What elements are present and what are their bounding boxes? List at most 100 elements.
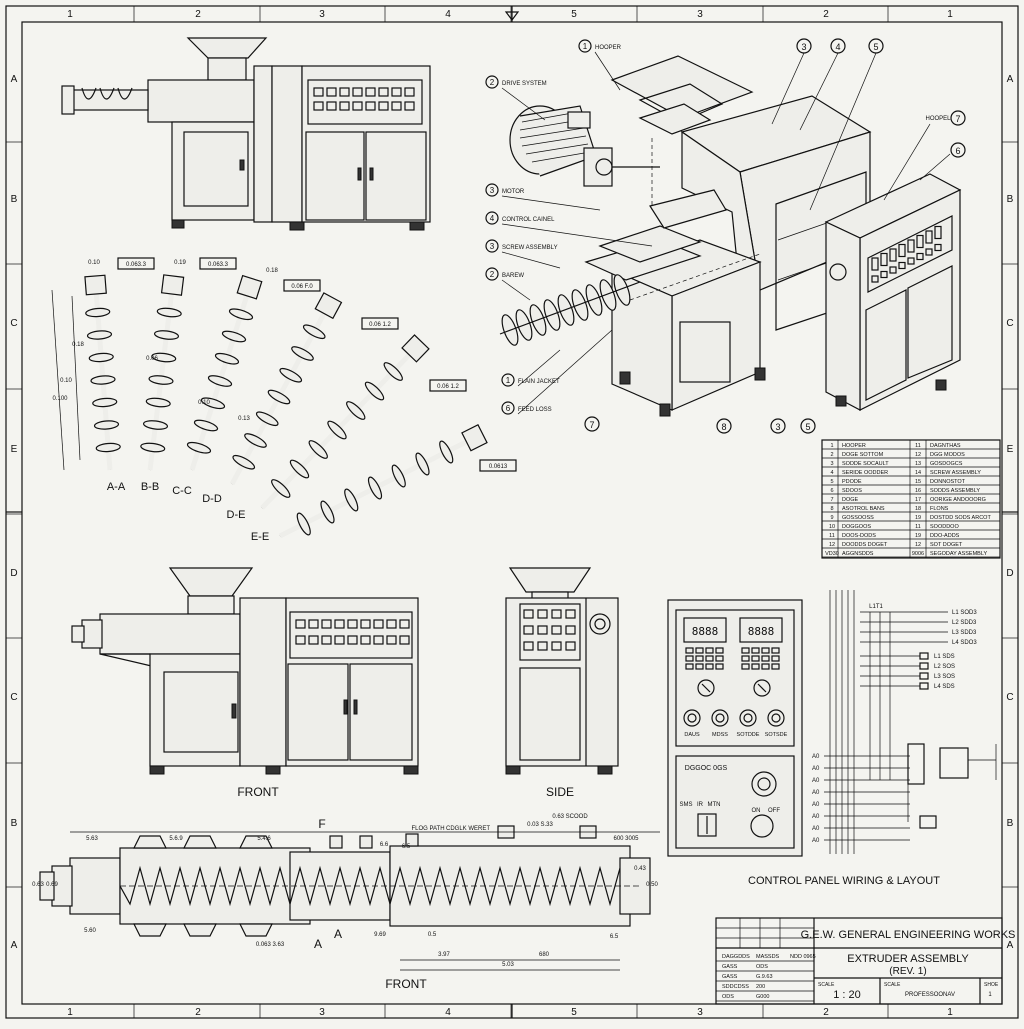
parts-table-number: 15 bbox=[915, 479, 921, 485]
screw-flight-icon bbox=[92, 397, 118, 408]
callout-bubble-icon bbox=[501, 373, 515, 387]
keypad-key-icon bbox=[705, 647, 714, 654]
parts-table-description: GOSSOOSS bbox=[842, 515, 874, 521]
panel-button-icon bbox=[313, 101, 324, 111]
relay-icon bbox=[919, 682, 929, 690]
screw-flight-icon bbox=[228, 308, 254, 321]
parts-table-description: DONNOSTOT bbox=[930, 479, 966, 485]
screw-flight-icon bbox=[145, 397, 171, 408]
off-label: OFF bbox=[768, 808, 780, 814]
switch-label: SMS bbox=[679, 802, 692, 808]
top-left-extruder-view bbox=[61, 37, 431, 231]
column-label-bottom: 3 bbox=[319, 1007, 325, 1018]
row-label-left: C bbox=[10, 692, 17, 703]
section-dimension: 0.06 bbox=[146, 356, 158, 362]
callout-bubble-icon bbox=[485, 211, 499, 225]
panel-button-icon bbox=[365, 87, 376, 97]
bottom-front-label: FRONT bbox=[385, 977, 427, 991]
parts-table-description: DAGNTHAS bbox=[930, 443, 961, 449]
keypad-key-icon bbox=[751, 647, 760, 654]
keypad-key-icon bbox=[741, 655, 750, 662]
screw-section bbox=[140, 274, 185, 471]
screw-flight-icon bbox=[140, 442, 166, 453]
row-label-left: B bbox=[11, 818, 18, 829]
screw-flight-icon bbox=[151, 352, 177, 363]
panel-button-icon bbox=[537, 609, 548, 619]
panel-button-icon bbox=[347, 635, 358, 645]
column-label-bottom: 3 bbox=[697, 1007, 703, 1018]
knob-label: MDSS bbox=[712, 732, 728, 738]
panel-button-icon bbox=[889, 266, 897, 274]
panel-button-icon bbox=[347, 619, 358, 629]
wiring-label: L4 SDO3 bbox=[952, 640, 977, 646]
panel-button-icon bbox=[889, 248, 897, 262]
screw-flight-icon bbox=[571, 289, 589, 321]
iso-right-number: 7 bbox=[955, 114, 960, 124]
heater-band-icon bbox=[133, 923, 167, 937]
section-dimension-box: 0.063.3 bbox=[126, 262, 147, 268]
screw-flight-icon bbox=[346, 401, 366, 420]
parts-table-number: 8 bbox=[830, 506, 833, 512]
callout-bubble-icon bbox=[578, 39, 592, 53]
callout-bubble-icon bbox=[485, 239, 499, 253]
panel-button-icon bbox=[404, 101, 415, 111]
barrel-side-dimension: 0.43 bbox=[634, 866, 646, 872]
parts-table-number: 9 bbox=[830, 515, 833, 521]
screw-section bbox=[84, 274, 121, 471]
parts-table-description: DOGE SOTTOM bbox=[842, 452, 884, 458]
callout-number: 2 bbox=[490, 78, 495, 87]
wiring-label: A0 bbox=[812, 838, 820, 844]
wiring-label: A0 bbox=[812, 790, 820, 796]
screw-flight-icon bbox=[296, 512, 311, 536]
keypad-key-icon bbox=[771, 663, 780, 670]
panel-button-icon bbox=[925, 230, 933, 244]
section-dimension: 0.13 bbox=[238, 416, 250, 422]
title-block-cell: ODS bbox=[722, 994, 734, 1000]
keypad-key-icon bbox=[751, 655, 760, 662]
screw-flight-icon bbox=[289, 459, 310, 479]
number-value: 1 bbox=[988, 992, 992, 998]
panel-button-icon bbox=[871, 275, 879, 283]
relay-icon bbox=[919, 652, 929, 660]
iso-right-label: HOOPEL bbox=[925, 116, 951, 122]
screw-flight-icon bbox=[255, 411, 279, 427]
parts-table-description: DOOS-DODS bbox=[842, 533, 876, 539]
parts-table-number: 19 bbox=[915, 533, 921, 539]
indicator-knob-icon bbox=[711, 709, 729, 727]
parts-table-number: 4 bbox=[830, 470, 833, 476]
parts-table-description: SOODDOO bbox=[930, 524, 959, 530]
parts-table-number: 12 bbox=[915, 542, 921, 548]
parts-table-number: 11 bbox=[915, 524, 921, 530]
panel-button-icon bbox=[360, 635, 371, 645]
screw-flight-icon bbox=[142, 420, 169, 430]
parts-table-description: ASOTROL BANS bbox=[842, 506, 885, 512]
parts-table-number: 11 bbox=[915, 443, 921, 449]
side-view-label: SIDE bbox=[546, 785, 574, 799]
keypad-key-icon bbox=[685, 663, 694, 670]
heater-band-icon bbox=[133, 835, 167, 849]
panel-button-icon bbox=[334, 635, 345, 645]
switch-label: IR bbox=[697, 802, 704, 808]
screw-section bbox=[186, 274, 263, 471]
parts-table-number: 3 bbox=[830, 461, 833, 467]
panel-button-icon bbox=[880, 252, 888, 267]
section-dimension: 0.19 bbox=[174, 260, 186, 266]
panel-button-icon bbox=[360, 619, 371, 629]
screw-flight-icon bbox=[232, 454, 256, 470]
parts-table-number: 1 bbox=[830, 443, 833, 449]
column-label-bottom: 2 bbox=[195, 1007, 201, 1018]
panel-button-icon bbox=[565, 641, 576, 651]
column-label-top: 5 bbox=[571, 9, 577, 20]
panel-button-icon bbox=[537, 625, 548, 635]
iso-callout-number: 5 bbox=[805, 422, 810, 432]
barrel-dimension: 5.03 bbox=[502, 962, 514, 968]
screw-flight-icon bbox=[221, 330, 247, 343]
